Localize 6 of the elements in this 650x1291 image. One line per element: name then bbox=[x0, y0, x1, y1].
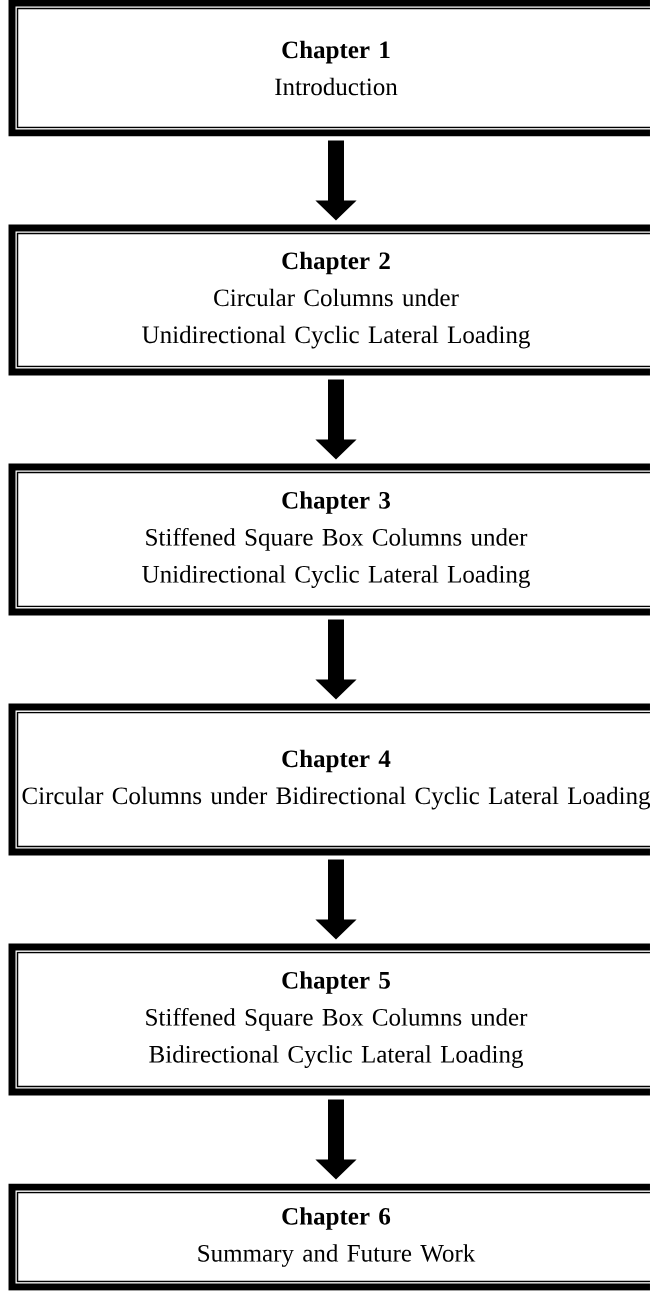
chapter-box: Chapter 4 Circular Columns under Bidirectional Cyclic Lateral Loading bbox=[8, 703, 650, 856]
chapter-box: Chapter 3 Stiffened Square Box Columns under Unidirectional Cyclic Lateral Loading bbox=[8, 463, 650, 616]
chapter-box: Chapter 1 Introduction bbox=[8, 0, 650, 137]
chapter-box: Chapter 5 Stiffened Square Box Columns under Bidirectional Cyclic Lateral Loading bbox=[8, 943, 650, 1096]
chapter-box: Chapter 6 Summary and Future Work bbox=[8, 1183, 650, 1291]
chapter-box: Chapter 2 Circular Columns under Unidirectional Cyclic Lateral Loading bbox=[8, 224, 650, 376]
